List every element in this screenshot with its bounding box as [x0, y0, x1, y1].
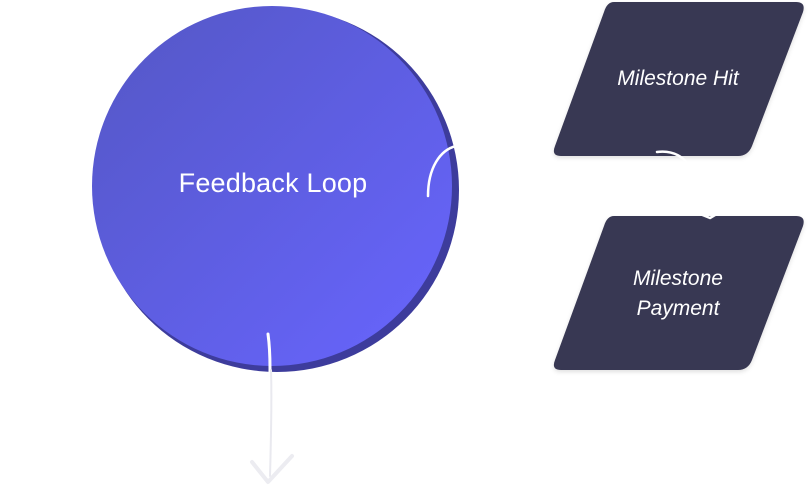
connector-down-arrow: [266, 332, 272, 480]
connector-down-arrowhead: [250, 454, 294, 484]
milestone-payment-label-line1: Milestone: [633, 267, 723, 290]
connector-hit-to-payment-arrowhead: [698, 210, 722, 220]
feedback-loop-label: Feedback Loop: [178, 168, 368, 198]
feedback-loop-circle[interactable]: [92, 6, 452, 366]
connector-curl: [426, 144, 458, 198]
connector-hit-to-payment: [655, 150, 710, 216]
milestone-payment-shape[interactable]: [553, 216, 804, 370]
milestone-payment-label: Milestone Payment: [560, 264, 796, 324]
connector-down-arrow-shadow: [269, 369, 273, 477]
milestone-hit-shape[interactable]: [553, 2, 804, 156]
milestone-hit-label: Milestone Hit: [617, 67, 739, 90]
milestone-payment-label-line2: Payment: [636, 297, 720, 320]
